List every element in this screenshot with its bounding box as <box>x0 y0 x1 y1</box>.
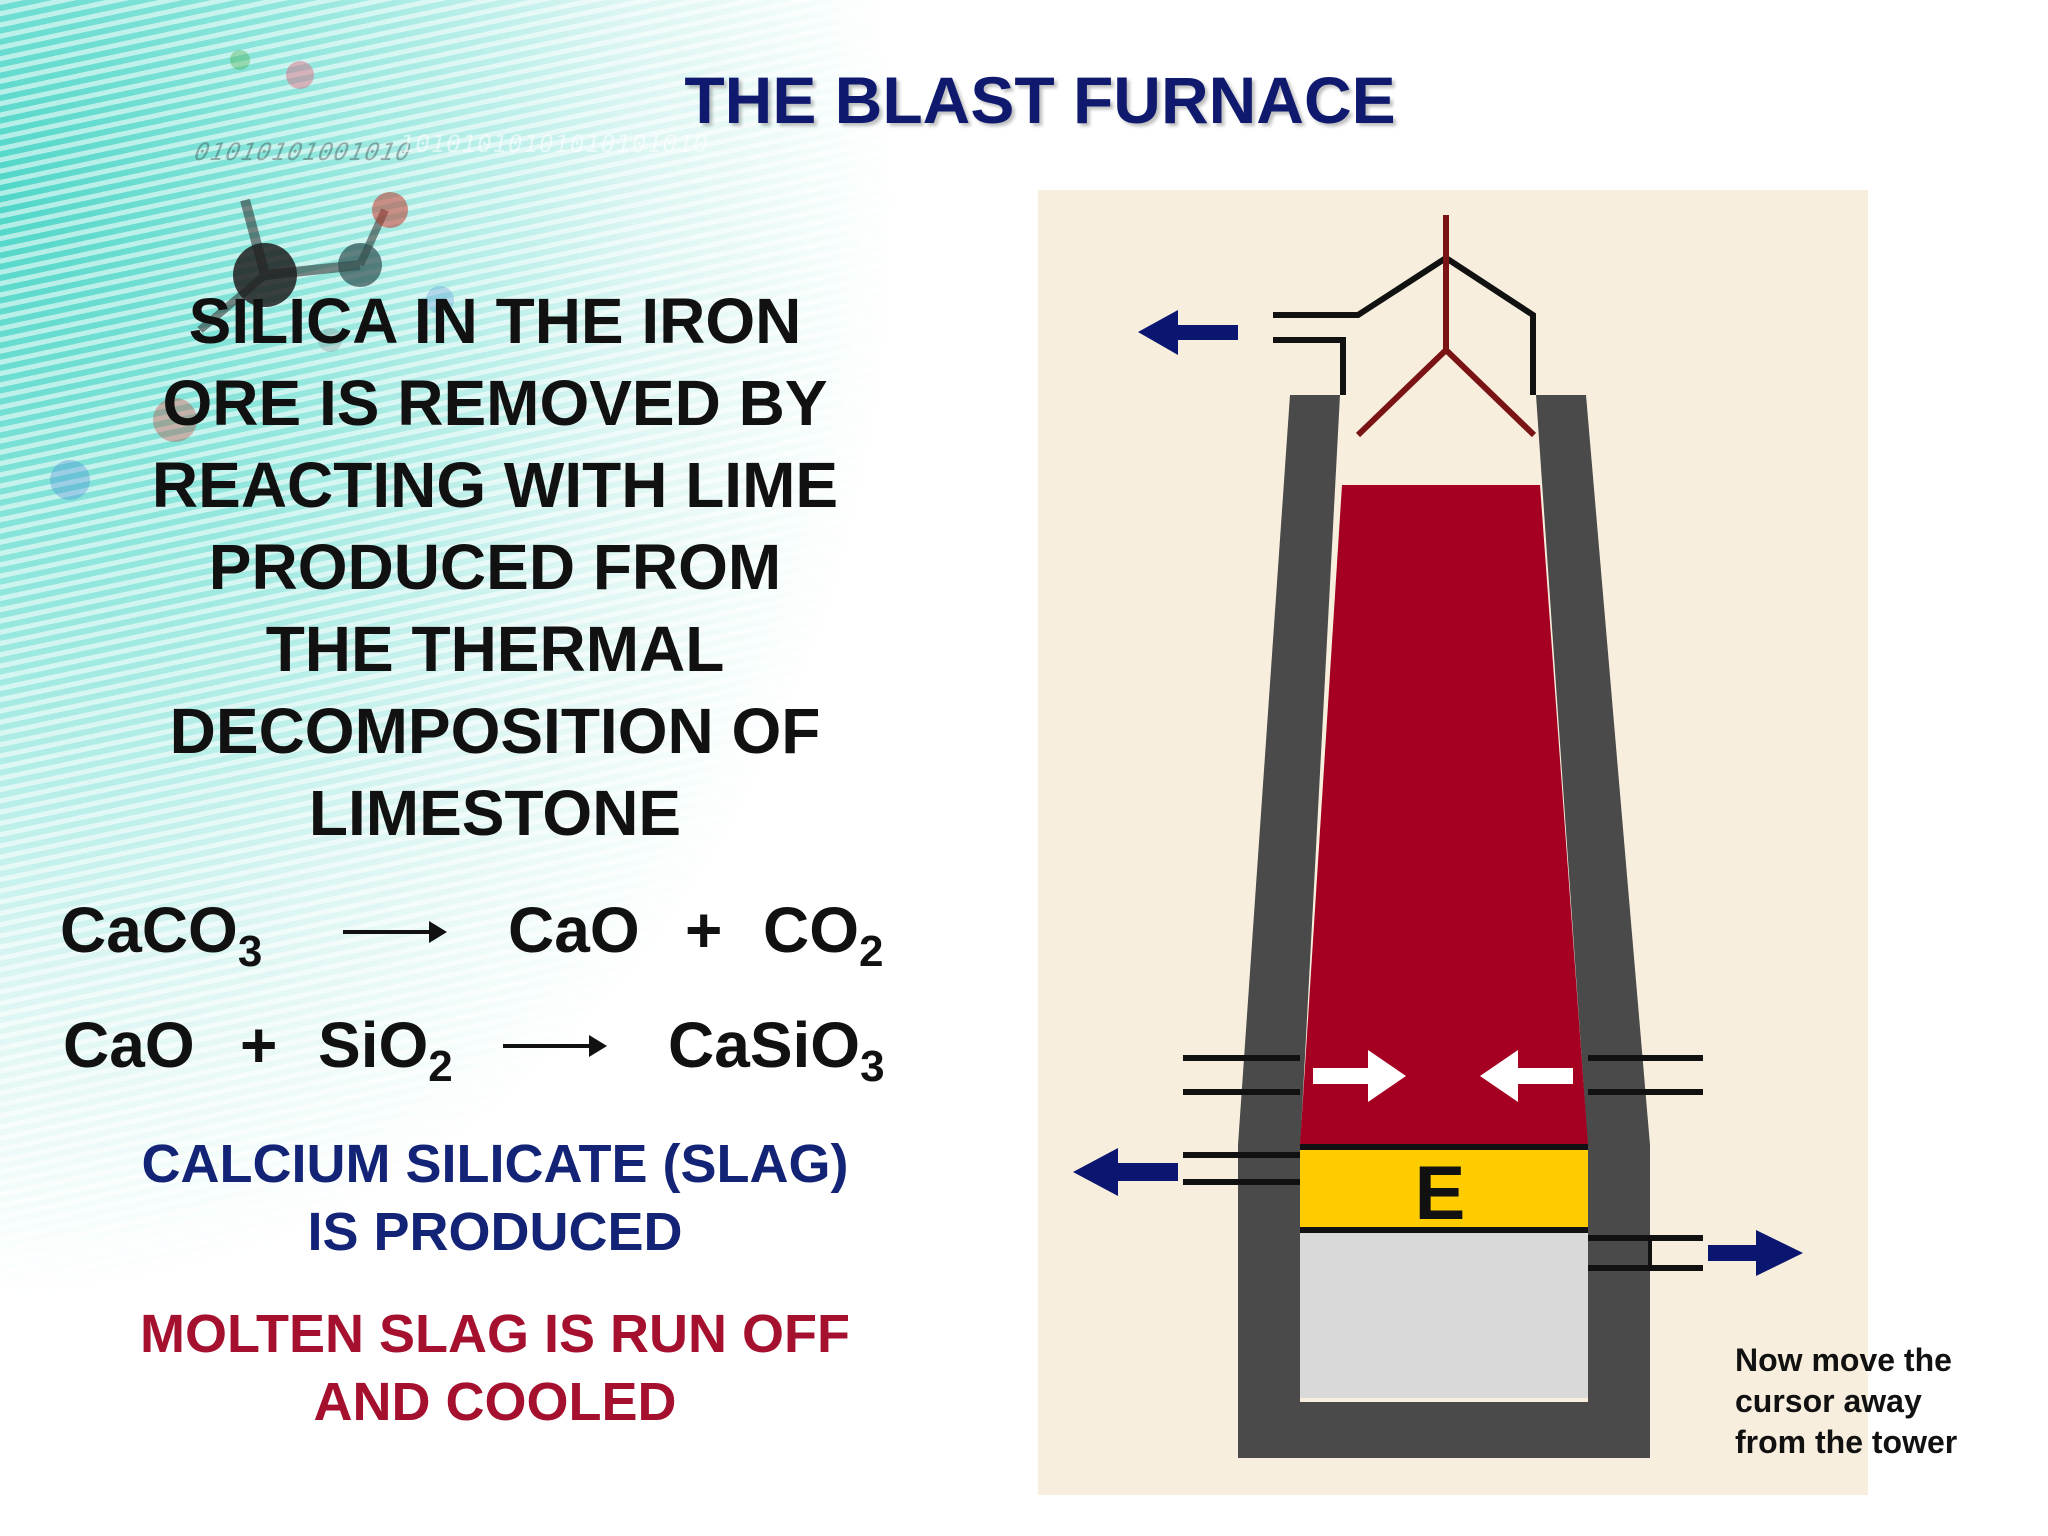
note-line: AND COOLED <box>313 1372 677 1432</box>
blast-furnace-diagram <box>1073 215 1803 1458</box>
equation-2-product-casio3: CaSiO3 <box>668 1009 885 1091</box>
equation-2-reactant-sio2: SiO2 <box>318 1009 453 1091</box>
note-line: Now move the <box>1735 1342 1952 1378</box>
cursor-instruction-note: Now move the cursor away from the tower <box>1735 1340 2035 1463</box>
paragraph-line: DECOMPOSITION OF <box>169 695 821 767</box>
equation-2-reactant-cao: CaO <box>63 1009 195 1081</box>
reaction-arrow <box>503 1035 607 1057</box>
equation-1-plus: + <box>685 894 723 966</box>
slag-outlet-arrow <box>1073 1148 1178 1196</box>
hot-air-arrow-right <box>1480 1050 1573 1102</box>
paragraph-line: LIMESTONE <box>308 777 682 849</box>
binary-digits-decoration-fade: 10101010101010101010 <box>400 130 709 158</box>
binary-digits-decoration: 01010101001010 <box>192 138 415 166</box>
paragraph-line: SILICA IN THE IRON <box>188 285 802 357</box>
furnace-wall-right <box>1238 395 1650 1458</box>
slag-layer <box>1300 1145 1588 1230</box>
zone-label-e: E <box>1414 1151 1466 1236</box>
note-line: from the tower <box>1735 1424 1958 1460</box>
slag-runoff-note: MOLTEN SLAG IS RUN OFF AND COOLED <box>95 1300 895 1436</box>
furnace-wall-left <box>1238 395 1340 1402</box>
molecule-background-decoration <box>50 50 454 500</box>
explanation-paragraph: SILICA IN THE IRON ORE IS REMOVED BY REA… <box>95 280 895 854</box>
hopper-bell <box>1355 345 1537 438</box>
molten-iron-layer <box>1300 1233 1588 1398</box>
iron-outlet-arrow <box>1708 1230 1803 1276</box>
hot-zone <box>1300 485 1588 1145</box>
paragraph-line: PRODUCED FROM <box>208 531 782 603</box>
equation-1-product-cao: CaO <box>508 894 640 966</box>
paragraph-line: ORE IS REMOVED BY <box>162 367 828 439</box>
equation-1-product-co2: CO2 <box>763 894 884 976</box>
hopper-frame <box>1273 337 1346 395</box>
note-line: cursor away <box>1735 1383 1922 1419</box>
slide-title: THE BLAST FURNACE <box>684 63 1396 137</box>
reaction-arrow <box>343 921 447 943</box>
note-line: CALCIUM SILICATE (SLAG) <box>141 1134 849 1194</box>
equation-2-plus: + <box>240 1009 278 1081</box>
slag-produced-note: CALCIUM SILICATE (SLAG) IS PRODUCED <box>95 1130 895 1266</box>
paragraph-line: REACTING WITH LIME <box>151 449 839 521</box>
note-line: MOLTEN SLAG IS RUN OFF <box>140 1304 850 1364</box>
waste-gas-arrow <box>1138 310 1238 355</box>
equation-1-reactant: CaCO3 <box>60 894 263 976</box>
hot-air-arrow-left <box>1313 1050 1406 1102</box>
note-line: IS PRODUCED <box>307 1202 683 1262</box>
paragraph-line: THE THERMAL <box>265 613 725 685</box>
